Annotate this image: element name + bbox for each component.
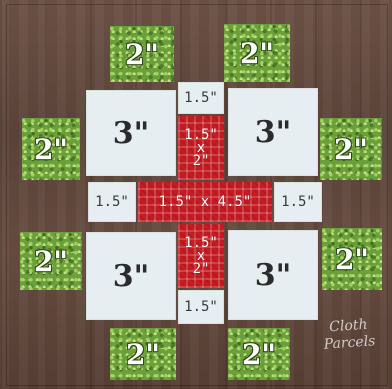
green-square-2in-bottom-right: 2" <box>228 328 290 380</box>
red-lower-line3: 2" <box>193 263 210 276</box>
white-square-3in-bottom-left: 3" <box>86 232 176 320</box>
white-square-3in-top-right: 3" <box>228 88 318 176</box>
white-square-3in-bottom-right: 3" <box>228 230 318 320</box>
green-square-2in-top-left: 2" <box>110 26 174 82</box>
green-square-2in-right-upper: 2" <box>320 118 382 180</box>
white-square-1-5in-bottom: 1.5" <box>178 290 224 324</box>
watermark-line2: Parcels <box>318 333 381 354</box>
white-square-1-5in-top: 1.5" <box>178 82 224 114</box>
red-strip-1-5x4-5-center: 1.5" x 4.5" <box>138 182 272 222</box>
green-square-2in-left-upper: 2" <box>22 118 80 180</box>
red-upper-line3: 2" <box>193 155 210 168</box>
red-strip-1-5x2-lower: 1.5" x 2" <box>178 224 224 288</box>
white-square-3in-top-left: 3" <box>86 90 176 176</box>
green-square-2in-left-lower: 2" <box>20 232 82 290</box>
red-strip-1-5x2-upper: 1.5" x 2" <box>178 116 224 180</box>
white-square-1-5in-right: 1.5" <box>274 182 322 222</box>
white-square-1-5in-left: 1.5" <box>88 182 136 222</box>
watermark-logo: Cloth Parcels <box>317 316 381 354</box>
green-square-2in-bottom-left: 2" <box>110 328 176 380</box>
green-square-2in-top-right: 2" <box>224 24 290 82</box>
green-square-2in-right-lower: 2" <box>322 228 382 290</box>
